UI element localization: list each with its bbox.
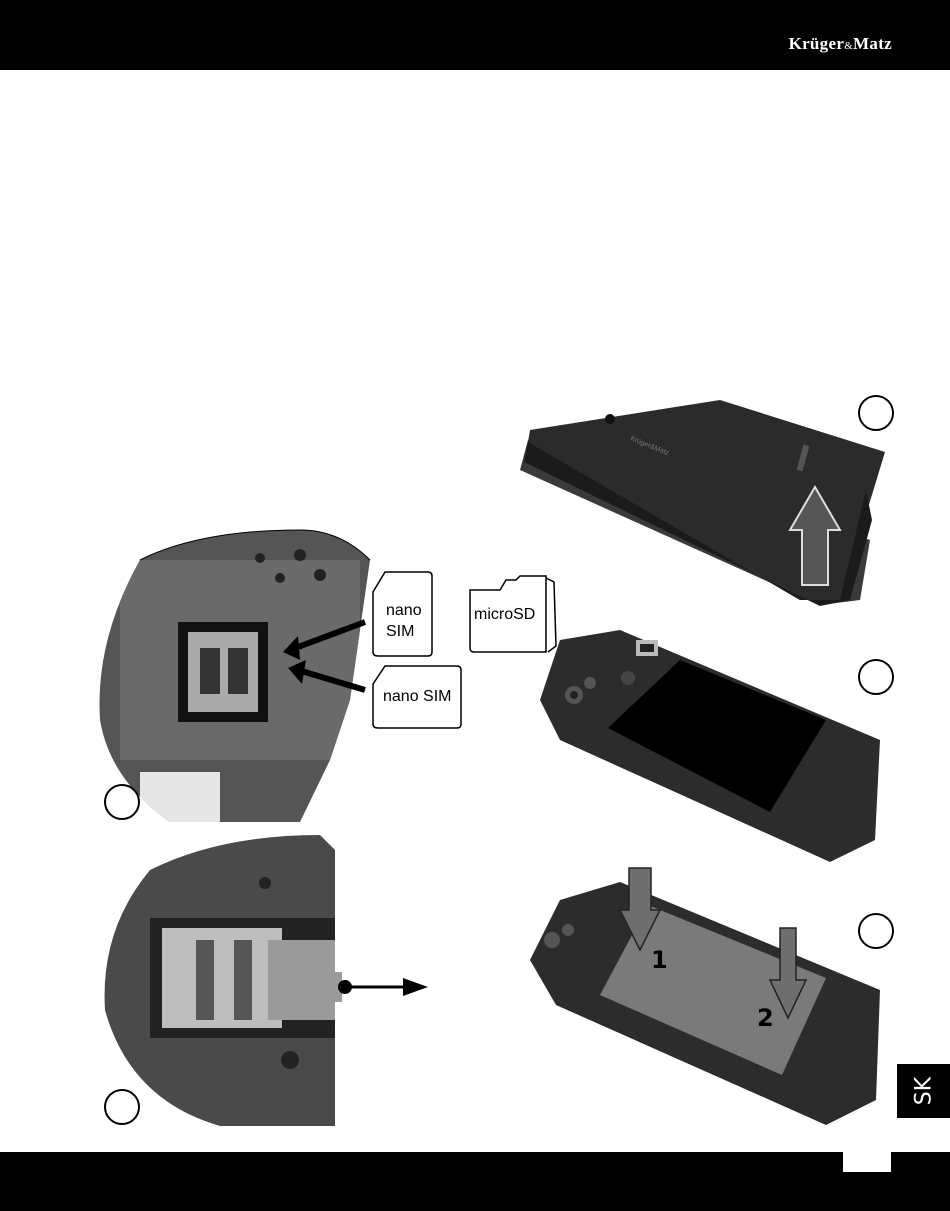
microsd-label: microSD xyxy=(474,606,535,624)
phone-open-back xyxy=(540,630,880,862)
nano-sim-label-2: nano SIM xyxy=(383,688,451,706)
step-circle-sim xyxy=(104,784,140,820)
nano-sim-label-line1: nano xyxy=(386,602,422,620)
battery-step-number-2: 2 xyxy=(757,1004,774,1032)
step-circle-tray xyxy=(104,1089,140,1125)
page-number-box xyxy=(843,1152,891,1172)
language-tab: SK xyxy=(897,1064,950,1118)
step-circle-open xyxy=(858,659,894,695)
footer-bar xyxy=(0,1152,950,1211)
phone-cover-removal: Krüger&Matz xyxy=(520,400,885,606)
battery-step-number-1: 1 xyxy=(651,946,668,974)
tray-pull-arrow xyxy=(270,972,428,1002)
step-circle-cover xyxy=(858,395,894,431)
phone-battery-insert xyxy=(530,868,880,1125)
nano-sim-label-line2: SIM xyxy=(386,623,414,641)
step-circle-battery xyxy=(858,913,894,949)
language-code: SK xyxy=(911,1077,936,1105)
